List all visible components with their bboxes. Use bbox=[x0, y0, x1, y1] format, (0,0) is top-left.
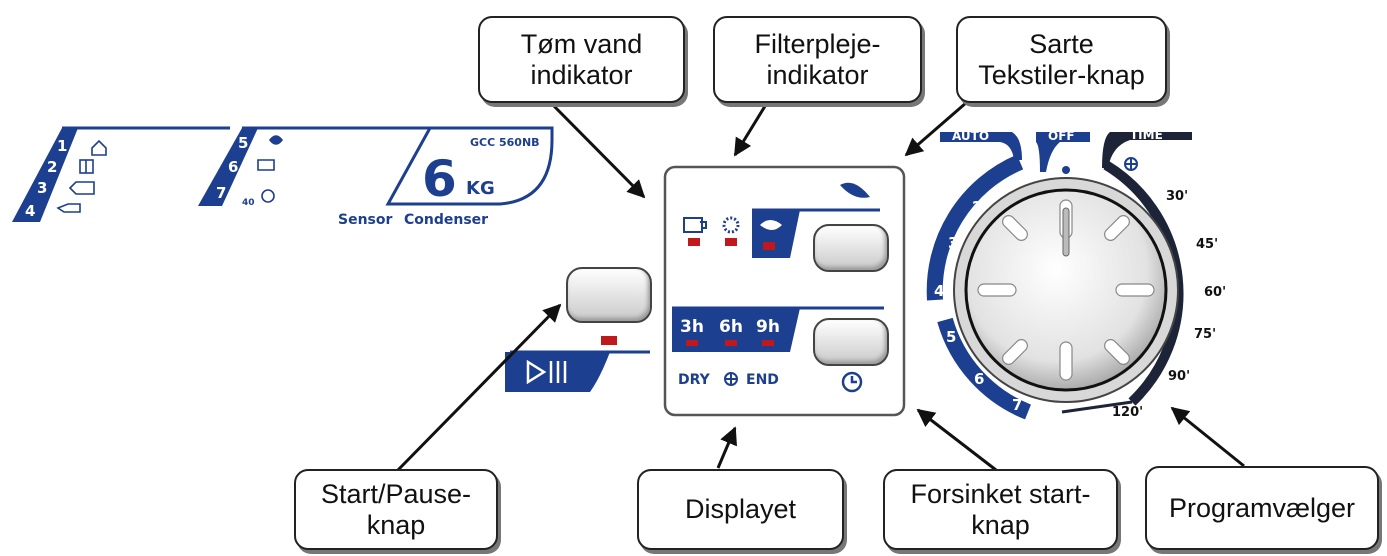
callout-selector-text: Programvælger bbox=[1168, 492, 1356, 523]
callout-program-selector: Programvælger bbox=[1145, 466, 1379, 550]
delicate-led bbox=[763, 242, 775, 250]
off-label: OFF bbox=[1048, 129, 1075, 143]
callout-start-pause: Start/Pause- knap bbox=[294, 469, 498, 550]
time-label: TIME bbox=[1130, 128, 1163, 142]
minute-30: 30' bbox=[1166, 189, 1188, 204]
mixed-icon bbox=[257, 159, 275, 171]
dial-knob bbox=[964, 188, 1168, 392]
end-label: END bbox=[746, 372, 779, 388]
dial-prog-2: 2 bbox=[972, 198, 982, 216]
arrow-drain bbox=[546, 98, 646, 199]
delay-3h-label: 3h bbox=[680, 317, 704, 337]
program-list-right: 5 6 7 40 GCC 560NB 6 KG Sensor Condenser bbox=[198, 126, 554, 228]
start-pause-area bbox=[505, 336, 650, 392]
auto-label: AUTO bbox=[952, 129, 989, 143]
feather-icon bbox=[840, 182, 870, 198]
prog-label-6: 6 bbox=[228, 158, 238, 176]
callout-drain-text: Tøm vand indikator bbox=[520, 28, 643, 90]
callout-delay-text: Forsinket start- knap bbox=[910, 478, 1091, 540]
dial-fan-icon bbox=[1124, 157, 1138, 171]
callout-drain-indicator: Tøm vand indikator bbox=[478, 16, 685, 103]
temp-label: 40 bbox=[242, 198, 255, 208]
brand-rest: Condenser bbox=[404, 212, 488, 228]
callout-delicate-text: Sarte Tekstiler-knap bbox=[978, 28, 1145, 90]
display-window: 3h 6h 9h DRY END bbox=[663, 165, 906, 417]
delay-9h-label: 9h bbox=[756, 317, 780, 337]
prog-label-4: 4 bbox=[25, 202, 35, 220]
filter-led bbox=[725, 238, 737, 246]
dial-prog-4: 4 bbox=[934, 282, 944, 300]
clock-icon bbox=[841, 371, 863, 393]
prog-label-3: 3 bbox=[37, 179, 47, 197]
iron-icon bbox=[68, 181, 95, 195]
shirt-icon bbox=[56, 203, 81, 213]
delay-3h-led bbox=[686, 340, 698, 346]
delay-start-button[interactable] bbox=[813, 318, 889, 366]
house-icon bbox=[91, 139, 107, 156]
arrow-display bbox=[716, 426, 737, 469]
dry-label: DRY bbox=[678, 372, 711, 388]
callout-display-text: Displayet bbox=[684, 494, 797, 524]
model-number: GCC 560NB bbox=[470, 136, 540, 149]
dial-pointer bbox=[1062, 207, 1070, 257]
play-pause-icon bbox=[526, 359, 567, 385]
leader-arrows bbox=[396, 94, 1245, 472]
callout-delicate-button: Sarte Tekstiler-knap bbox=[956, 16, 1167, 103]
program-list-left: 1 2 3 4 bbox=[12, 126, 230, 222]
minute-75: 75' bbox=[1194, 327, 1216, 342]
capacity-unit: KG bbox=[466, 178, 495, 199]
arrow-filter bbox=[733, 97, 772, 157]
dial-prog-3: 3 bbox=[948, 234, 958, 252]
arrow-delicate bbox=[904, 94, 975, 157]
arrow-startpause bbox=[396, 303, 562, 472]
prog-label-5: 5 bbox=[238, 134, 248, 152]
drain-led bbox=[688, 238, 700, 246]
callout-filter-indicator: Filterpleje- indikator bbox=[713, 16, 922, 103]
minute-60: 60' bbox=[1204, 285, 1226, 300]
program-dial: AUTO OFF TIME 1 2 3 4 5 6 7 30' 45' 60' … bbox=[926, 128, 1226, 420]
prog-label-7: 7 bbox=[216, 184, 226, 202]
delicate-button[interactable] bbox=[813, 224, 889, 272]
brand-bold: Sensor bbox=[338, 212, 392, 228]
minute-45: 45' bbox=[1196, 237, 1218, 252]
minute-120: 120' bbox=[1112, 405, 1143, 420]
callout-delay-start: Forsinket start- knap bbox=[883, 469, 1118, 550]
prog-label-2: 2 bbox=[47, 158, 57, 176]
dial-prog-5: 5 bbox=[946, 328, 956, 346]
dial-prog-1: 1 bbox=[1012, 171, 1022, 189]
delay-6h-label: 6h bbox=[719, 317, 743, 337]
callout-display: Displayet bbox=[637, 469, 844, 550]
dial-grip-marks bbox=[977, 199, 1155, 381]
timer-icon bbox=[261, 189, 275, 203]
fan-icon bbox=[724, 372, 738, 386]
delicate-icon bbox=[760, 220, 782, 230]
capacity-value: 6 bbox=[422, 150, 457, 208]
wool-icon bbox=[268, 135, 284, 145]
delay-9h-led bbox=[762, 340, 774, 346]
prog-label-1: 1 bbox=[57, 137, 67, 155]
arrow-selector bbox=[1170, 406, 1245, 468]
off-dot bbox=[1062, 166, 1070, 174]
filter-icon bbox=[722, 216, 740, 234]
minute-90: 90' bbox=[1168, 369, 1190, 384]
dial-prog-7: 7 bbox=[1012, 396, 1022, 414]
start-pause-led bbox=[601, 336, 617, 345]
callout-startpause-text: Start/Pause- knap bbox=[320, 478, 472, 540]
arrow-delay bbox=[916, 408, 997, 472]
drain-water-icon bbox=[683, 217, 707, 233]
start-pause-button[interactable] bbox=[566, 267, 652, 323]
delay-6h-led bbox=[725, 340, 737, 346]
callout-filter-text: Filterpleje- indikator bbox=[754, 28, 881, 90]
dial-prog-6: 6 bbox=[974, 370, 984, 388]
